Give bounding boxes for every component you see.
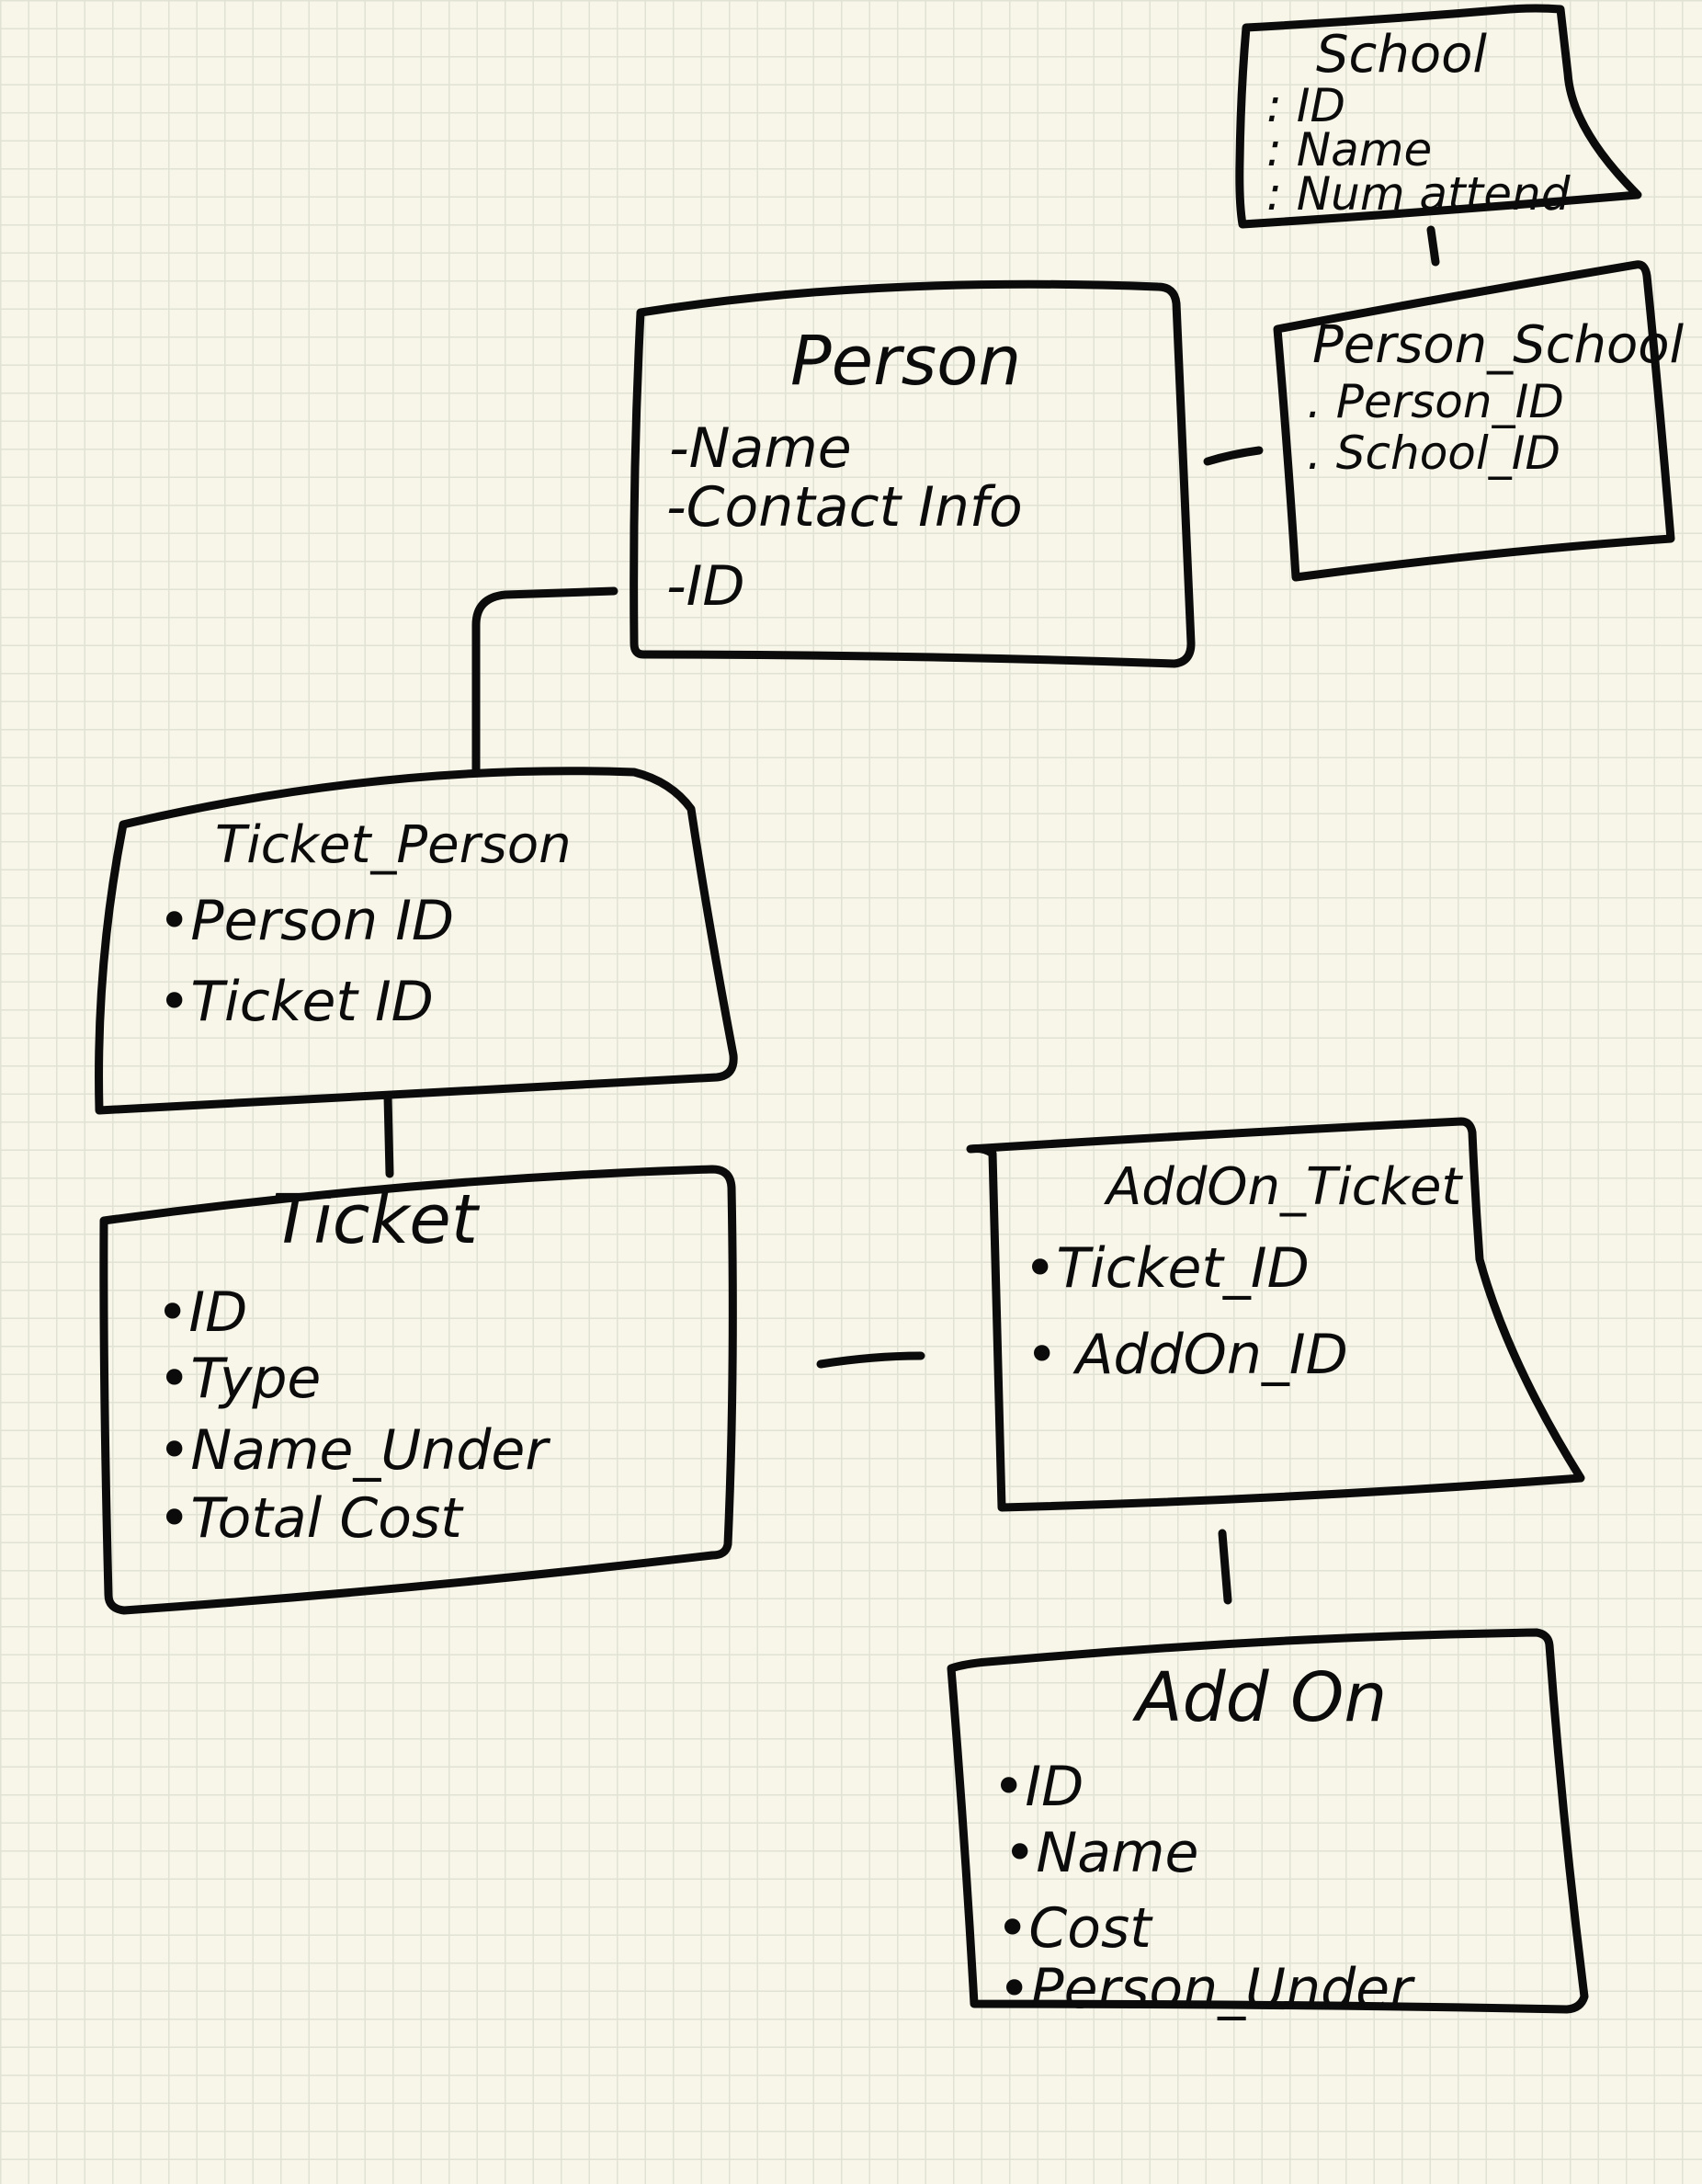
entity-ticket-title: Ticket [272, 1180, 481, 1259]
entity-addon[interactable]: Add On •ID •Name •Cost •Person_Under [947, 1628, 1589, 2021]
entity-person-attr-name: -Name [669, 416, 852, 481]
entity-school-box [1235, 4, 1642, 229]
connector-person-person-school [1203, 446, 1264, 466]
entity-person-attr-id: -ID [666, 554, 745, 619]
entity-ticket[interactable]: Ticket •ID •Type •Name_Under •Total Cost [99, 1165, 737, 1615]
entity-person-school-attr-person-id: . Person_ID [1307, 375, 1564, 428]
entity-ticket-attr-type: •Type [158, 1347, 321, 1411]
entity-addon-box [947, 1628, 1589, 2014]
entity-school[interactable]: School : ID : Name : Num attend [1235, 4, 1642, 229]
entity-ticket-attr-name-under: •Name_Under [158, 1418, 550, 1483]
entity-person-school-attr-school-id: . School_ID [1307, 427, 1560, 480]
connector-ticket-addon-ticket [816, 1351, 925, 1369]
connector-addon-ticket-addon [1218, 1529, 1232, 1605]
entity-school-attr-num-attend: : Num attend [1266, 167, 1571, 221]
entity-person-attr-contact-info: -Contact Info [666, 475, 1023, 540]
entity-addon-ticket-title: AddOn_Ticket [1104, 1157, 1463, 1217]
entity-person-school-title: Person_School [1312, 315, 1685, 375]
entity-addon-ticket-attr-ticket-id: •Ticket_ID [1024, 1236, 1310, 1301]
entity-addon-attr-id: •ID [993, 1755, 1084, 1819]
entity-ticket-person[interactable]: Ticket_Person •Person ID •Ticket ID [95, 767, 738, 1115]
entity-ticket-person-box [95, 767, 738, 1115]
entity-addon-title: Add On [1132, 1658, 1387, 1737]
entity-ticket-person-title: Ticket_Person [215, 815, 572, 875]
connector-school-person-school [1426, 225, 1440, 267]
entity-person-title: Person [790, 322, 1021, 401]
entity-school-title: School [1316, 25, 1487, 85]
entity-person-school-box [1273, 260, 1675, 582]
entity-school-attr-id: : ID [1266, 79, 1345, 132]
entity-person[interactable]: Person -Name -Contact Info -ID [630, 279, 1196, 668]
entity-person-school[interactable]: Person_School . Person_ID . School_ID [1273, 260, 1685, 582]
entity-addon-attr-cost: •Cost [996, 1896, 1153, 1961]
entity-addon-ticket-attr-addon-id: • AddOn_ID [1026, 1323, 1348, 1387]
entity-addon-attr-person-under: •Person_Under [998, 1957, 1415, 2021]
entity-addon-ticket[interactable]: AddOn_Ticket •Ticket_ID • AddOn_ID [966, 1117, 1585, 1512]
entity-ticket-attr-total-cost: •Total Cost [158, 1486, 464, 1551]
entity-addon-ticket-box [966, 1117, 1585, 1512]
entity-ticket-box [99, 1165, 737, 1615]
entity-ticket-person-attr-person-id: •Person ID [158, 889, 454, 953]
entity-school-attr-name: : Name [1266, 123, 1432, 176]
entity-ticket-person-attr-ticket-id: •Ticket ID [158, 970, 434, 1034]
entity-addon-attr-name: •Name [1004, 1821, 1198, 1885]
connector-person-ticket-person [471, 586, 618, 777]
connector-ticket-person-ticket [383, 1092, 394, 1178]
entity-person-box [630, 279, 1196, 668]
entity-ticket-attr-id: •ID [156, 1280, 247, 1345]
